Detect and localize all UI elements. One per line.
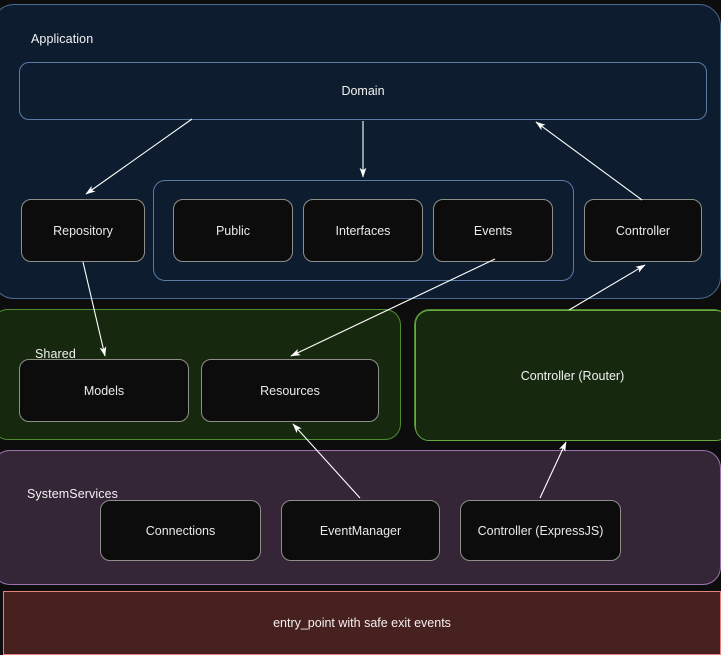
layer-router: Controller (Router) bbox=[414, 309, 721, 441]
node-events-label: Events bbox=[473, 223, 513, 238]
layer-system-services-label: SystemServices bbox=[27, 487, 119, 501]
layer-application-label: Application bbox=[31, 32, 94, 46]
node-eventmanager-label: EventManager bbox=[319, 523, 402, 538]
node-repository-label: Repository bbox=[53, 223, 113, 238]
node-domain-label: Domain bbox=[341, 84, 385, 98]
node-models[interactable]: Models bbox=[19, 359, 189, 422]
node-resources[interactable]: Resources bbox=[201, 359, 379, 422]
node-controller[interactable]: Controller bbox=[584, 199, 702, 262]
node-repository[interactable]: Repository bbox=[21, 199, 145, 262]
node-public[interactable]: Public bbox=[173, 199, 293, 262]
node-resources-label: Resources bbox=[260, 383, 320, 398]
entry-point-label: entry_point with safe exit events bbox=[273, 616, 451, 630]
node-domain[interactable]: Domain bbox=[19, 62, 707, 120]
node-models-label: Models bbox=[83, 383, 125, 398]
node-controller-router[interactable]: Controller (Router) bbox=[415, 310, 721, 441]
node-connections-label: Connections bbox=[145, 523, 216, 538]
node-public-label: Public bbox=[215, 223, 251, 238]
node-interfaces[interactable]: Interfaces bbox=[303, 199, 423, 262]
node-controller-expressjs[interactable]: Controller (ExpressJS) bbox=[460, 500, 621, 561]
node-controller-label: Controller bbox=[615, 223, 671, 238]
node-connections[interactable]: Connections bbox=[100, 500, 261, 561]
entry-point-bar: entry_point with safe exit events bbox=[3, 591, 721, 655]
layer-shared-label: Shared bbox=[35, 347, 76, 361]
node-eventmanager[interactable]: EventManager bbox=[281, 500, 440, 561]
node-controller-router-label: Controller (Router) bbox=[520, 368, 625, 383]
node-events[interactable]: Events bbox=[433, 199, 553, 262]
node-controller-expressjs-label: Controller (ExpressJS) bbox=[477, 523, 604, 538]
node-interfaces-label: Interfaces bbox=[335, 223, 391, 238]
